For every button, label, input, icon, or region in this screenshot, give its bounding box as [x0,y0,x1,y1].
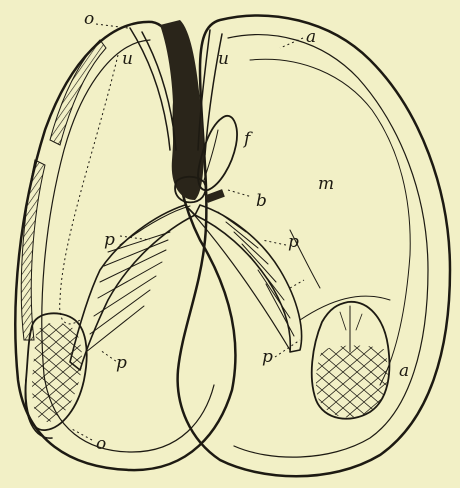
label-u-right: u [218,49,229,69]
label-m: m [318,174,334,194]
label-f: f [242,129,253,149]
label-a-bottom: a [399,361,409,381]
label-p-bottom-right: p [262,347,273,367]
right-adductor-muscle [312,302,390,419]
label-a-top: a [306,27,316,47]
label-p-left: p [104,230,115,250]
label-p-bottom-left: p [116,353,127,373]
label-o-bottom: o [96,434,106,454]
label-o-top: o [84,9,94,29]
mantle-edge [290,230,390,320]
right-shell-valve [178,16,450,477]
label-p-right: p [288,232,299,252]
hinge-ligament [160,20,204,200]
label-u-left: u [122,49,133,69]
left-gills [70,205,195,370]
label-b: b [256,191,267,211]
